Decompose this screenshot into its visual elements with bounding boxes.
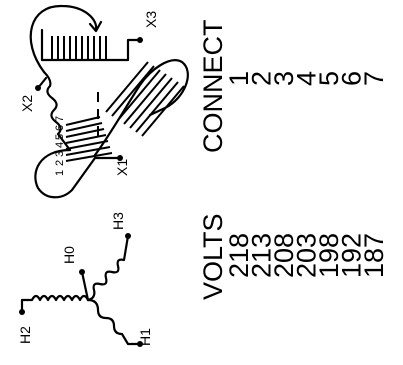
connect-value-6: 6	[337, 71, 367, 86]
tap-number-6: 6	[54, 125, 66, 131]
terminal-x1-dot	[117, 155, 123, 161]
terminal-h2-label: H2	[17, 326, 33, 344]
tap-number-1: 1	[54, 170, 66, 176]
left-coil-wire	[42, 70, 72, 152]
connect-value-5: 5	[314, 71, 344, 86]
volts-value-1: 218	[224, 233, 254, 278]
volts-value-6: 192	[337, 233, 367, 278]
right-coil-wire	[93, 59, 189, 157]
volts-value-2: 213	[247, 233, 277, 278]
volts-value-3: 208	[269, 233, 299, 278]
connect-value-7: 7	[359, 71, 389, 86]
bottom-loop-wire	[34, 148, 122, 199]
delta-winding-diagram: X3 X2 1 2 3 4 5 6 7 X1	[19, 4, 189, 199]
h0-neutral-lead	[80, 270, 90, 302]
terminal-x1-label: X1	[114, 159, 130, 176]
terminal-x3-dot	[137, 37, 143, 43]
right-coil-turns	[105, 61, 185, 137]
terminal-x3-label: X3	[143, 11, 159, 28]
connect-value-3: 3	[269, 71, 299, 86]
connect-volts-table: CONNECT VOLTS 12182213320842035198619271…	[198, 20, 389, 301]
wye-winding-diagram: H2 H0 H3 H1	[17, 212, 153, 347]
tap-number-5: 5	[54, 134, 66, 140]
loop-arrow-icon	[88, 20, 103, 33]
h2-arm-coil	[20, 294, 90, 314]
top-winding-taps	[51, 36, 107, 60]
terminal-h2-dot	[19, 309, 25, 315]
table-rows: 1 218 2 213 3 208 4 203 5 198 6 192 7 187	[224, 71, 389, 278]
terminal-h0-dot	[79, 269, 85, 275]
terminal-h0-label: H0	[61, 246, 77, 264]
volts-header: VOLTS	[198, 213, 228, 300]
h3-arm-coil	[86, 234, 130, 302]
terminal-x2-label: X2	[19, 95, 35, 112]
terminal-h3-dot	[125, 233, 131, 239]
top-loop-wire	[29, 4, 98, 74]
top-winding-lead	[40, 28, 142, 62]
volts-value-7: 187	[359, 233, 389, 278]
connect-value-2: 2	[247, 71, 277, 86]
tap-stack	[65, 116, 113, 162]
terminal-h3-label: H3	[110, 212, 126, 230]
terminal-h1-label: H1	[137, 328, 153, 346]
tap-number-3: 3	[54, 151, 66, 157]
connect-header: CONNECT	[198, 20, 228, 154]
connect-value-1: 1	[224, 71, 254, 86]
tap-number-2: 2	[54, 160, 66, 166]
volts-value-4: 203	[292, 233, 322, 278]
h1-arm-coil	[86, 298, 142, 346]
terminal-h1-dot	[137, 341, 143, 347]
volts-value-5: 198	[314, 233, 344, 278]
connect-value-4: 4	[292, 71, 322, 86]
tap-number-4: 4	[54, 142, 66, 148]
tap-number-7: 7	[54, 116, 66, 122]
